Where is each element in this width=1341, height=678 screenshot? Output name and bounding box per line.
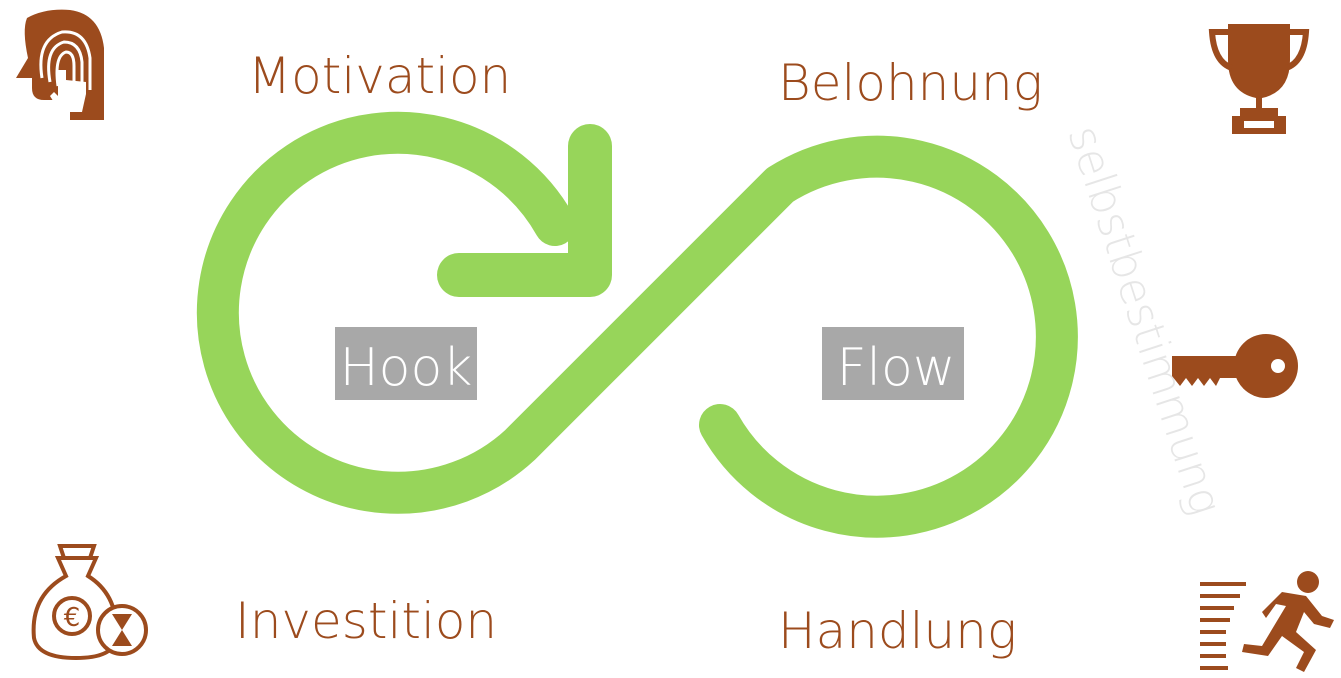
running-man-icon	[1200, 571, 1334, 672]
flow-box-bg	[822, 327, 964, 400]
money-bag-euro-icon: €	[31, 544, 148, 661]
hook-box: Hook	[335, 327, 477, 400]
hook-label: Hook	[340, 338, 473, 398]
investment-label: Investition	[235, 592, 497, 650]
action-label: Handlung	[778, 602, 1017, 660]
svg-text:€: €	[64, 603, 81, 633]
infinity-loop	[196, 111, 1078, 538]
loop-stroke	[196, 111, 1078, 538]
key-icon	[1172, 334, 1298, 398]
trophy-icon	[1208, 24, 1310, 134]
motivation-label: Motivation	[248, 47, 511, 105]
flow-label: Flow	[837, 338, 956, 398]
loop-arrowhead	[437, 124, 612, 297]
reward-label: Belohnung	[778, 54, 1043, 112]
flow-box: Flow	[822, 327, 964, 400]
head-fingerprint-icon	[16, 9, 104, 121]
self-determination-label: selbstbestimmung	[1058, 120, 1232, 522]
hook-box-bg	[335, 327, 477, 400]
